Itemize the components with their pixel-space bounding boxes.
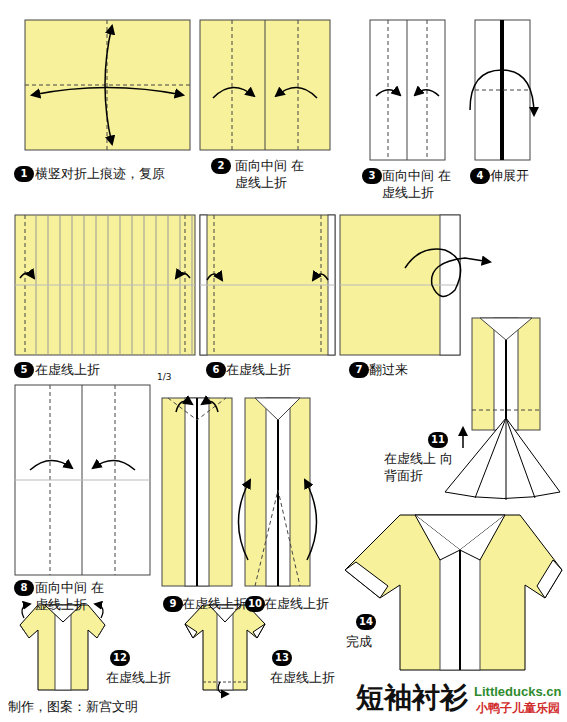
step-caption: 在虚线上 向背面折: [384, 450, 454, 484]
watermark: Littleducks.cn: [474, 684, 561, 699]
callout-number: 13: [272, 650, 292, 666]
callout-number: 4: [470, 168, 490, 184]
diagram-title: 短袖衬衫: [356, 682, 468, 714]
step-caption: 完成: [346, 633, 372, 650]
step-caption: 面向中间 在虚线上折: [235, 157, 315, 191]
step-caption: 在虚线上折: [182, 595, 247, 612]
step-caption: 面向中间 在虚线上折: [35, 579, 115, 613]
callout-number: 9: [163, 596, 183, 612]
step-caption: 横竖对折上痕迹，复原: [35, 165, 165, 182]
step-caption: 在虚线上折: [226, 361, 291, 378]
callout-number: 6: [206, 362, 226, 378]
step-caption: 在虚线上折: [264, 595, 329, 612]
step-caption: 翻过来: [369, 361, 408, 378]
step-caption: 在虚线上折: [270, 669, 335, 686]
callout-number: 14: [356, 614, 376, 630]
callout-number: 3: [362, 168, 382, 184]
callout-number: 5: [14, 362, 34, 378]
callout-number: 1: [14, 166, 34, 182]
callout-number: 11: [428, 432, 448, 448]
step-caption: 面向中间 在虚线上折: [382, 167, 462, 201]
step-caption: 在虚线上折: [106, 669, 171, 686]
step-caption: 伸展开: [490, 167, 529, 184]
step-caption: 在虚线上折: [35, 361, 100, 378]
callout-number: 10: [245, 596, 265, 612]
fraction-label: 1/3: [157, 372, 171, 382]
callout-number: 2: [211, 158, 231, 174]
callout-number: 12: [110, 650, 130, 666]
watermark: 小鸭子儿童乐园: [476, 701, 560, 715]
callout-number: 8: [14, 580, 34, 596]
callout-number: 7: [349, 362, 369, 378]
credit-note: 制作，图案：新宫文明: [8, 698, 138, 715]
